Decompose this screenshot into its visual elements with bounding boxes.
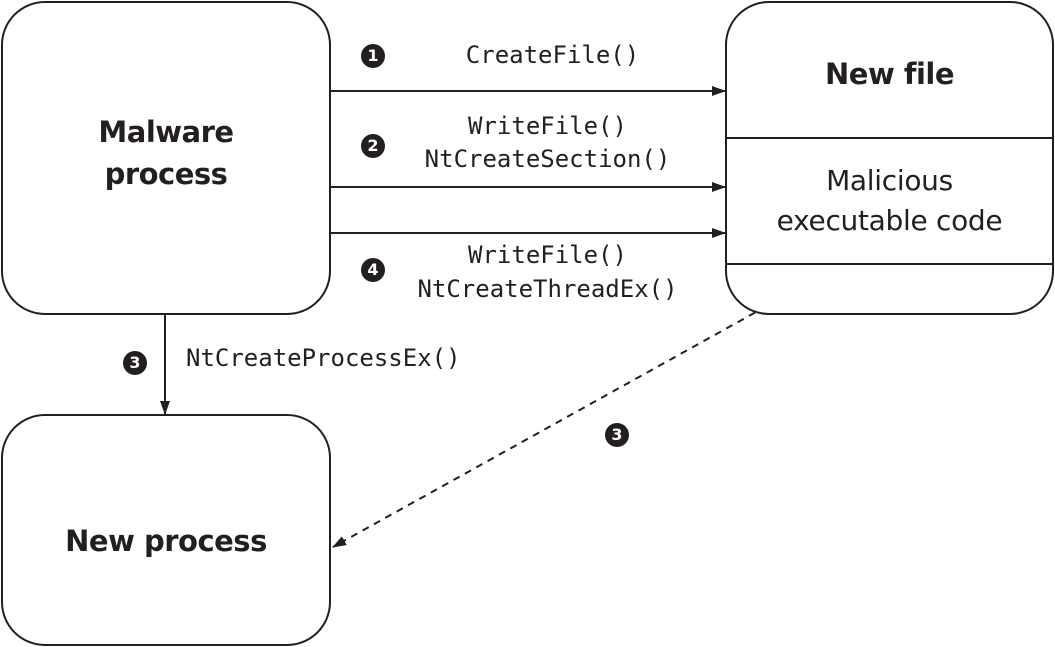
new-file-box: New file Malicious executable code [725,1,1054,315]
malware-process-box: Malware process [1,1,331,315]
new-file-label: New file [825,57,955,91]
step-3-process-call: NtCreateProcessEx() [186,344,461,372]
step-1-badge: 1 [361,44,385,68]
step-4-call-write: WriteFile() [468,241,627,269]
step-2-call-section: NtCreateSection() [424,145,671,173]
malicious-code-label: Malicious executable code [776,164,1003,237]
step-3-process-badge: 3 [123,351,147,375]
new-process-label: New process [65,524,267,558]
step-1-call: CreateFile() [465,41,640,69]
step-3-code-badge: 3 [605,423,629,447]
new-process-box: New process [1,414,331,646]
section-divider-bottom [727,263,1052,265]
step-4-call-thread: NtCreateThreadEx() [417,275,678,303]
malware-process-label: Malware process [98,115,234,191]
step-4-badge: 4 [361,258,385,282]
step-2-call-write: WriteFile() [468,112,627,140]
step-2-badge: 2 [361,134,385,158]
section-divider-top [727,137,1052,139]
